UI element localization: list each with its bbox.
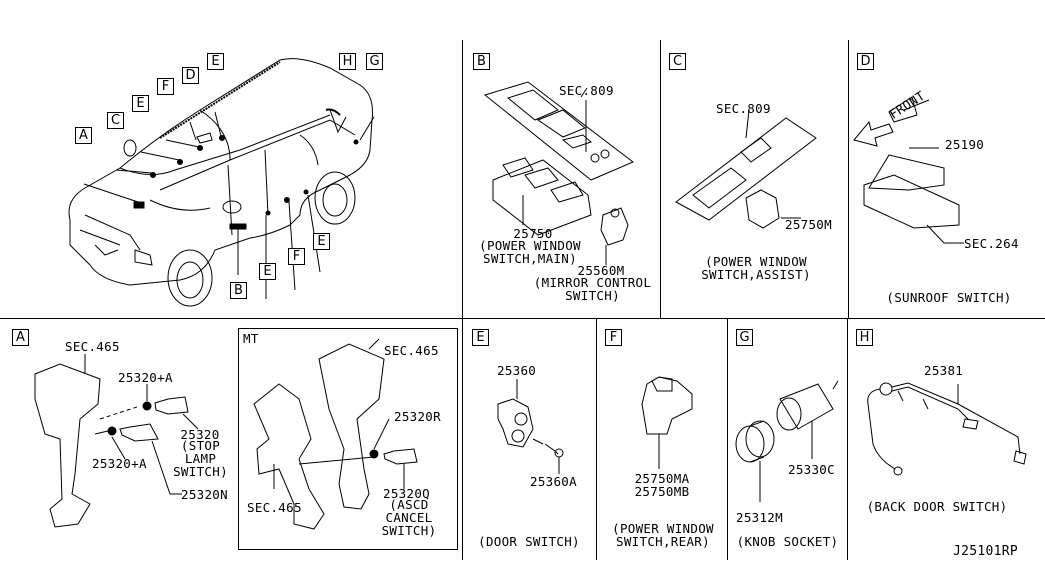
ascd-cancel-switch-desc: (ASCD CANCEL SWITCH) bbox=[381, 497, 437, 538]
back-door-switch-caption: (BACK DOOR SWITCH) bbox=[866, 499, 1008, 514]
panel-tag: A bbox=[12, 329, 29, 346]
callout-e-4[interactable]: E bbox=[313, 233, 330, 250]
vehicle-overview: A B C D E E E E F F G H bbox=[0, 40, 460, 315]
assist-switch-caption: (POWER WINDOW SWITCH,ASSIST) bbox=[701, 254, 811, 282]
part-25750-desc: (POWER WINDOW SWITCH,MAIN) bbox=[479, 238, 581, 266]
divider-vertical-2 bbox=[660, 40, 661, 318]
part-25320-label: 25320 bbox=[180, 427, 220, 442]
part-25330c-label: 25330C bbox=[788, 462, 835, 477]
callout-e-3[interactable]: E bbox=[259, 263, 276, 280]
knob-socket-caption: (KNOB SOCKET) bbox=[736, 534, 839, 549]
panel-tag: E bbox=[472, 329, 489, 346]
callout-b[interactable]: B bbox=[230, 282, 247, 299]
panel-tag: F bbox=[605, 329, 622, 346]
part-25360-label: 25360 bbox=[497, 363, 537, 378]
sec-809-label: SEC.809 bbox=[559, 83, 614, 98]
vehicle-drawing bbox=[0, 40, 460, 315]
part-25320q-label: 25320Q bbox=[383, 486, 430, 501]
sec-465-top-label: SEC.465 bbox=[384, 343, 439, 358]
callout-f-1[interactable]: F bbox=[157, 78, 174, 95]
callout-a[interactable]: A bbox=[75, 127, 92, 144]
part-25560m-label: 25560M bbox=[577, 263, 625, 278]
panel-tag: G bbox=[736, 329, 753, 346]
callout-f-2[interactable]: F bbox=[288, 248, 305, 265]
divider-vertical-1 bbox=[462, 40, 463, 560]
panel-g: G 25330C 25312M (KNOB SOCKET) bbox=[728, 319, 847, 560]
power-window-main-switch-drawing bbox=[463, 40, 660, 318]
panel-tag: C bbox=[669, 53, 686, 70]
part-25750m-label: 25750M bbox=[785, 217, 832, 232]
part-25560m-desc: (MIRROR CONTROL SWITCH) bbox=[533, 275, 652, 303]
panel-c: C SEC.809 25750M (POWER WINDOW SWITCH,AS… bbox=[661, 40, 848, 318]
rear-switch-caption: (POWER WINDOW SWITCH,REAR) bbox=[612, 521, 714, 549]
panel-tag: B bbox=[473, 53, 490, 70]
part-25320n-label: 25320N bbox=[181, 487, 228, 502]
part-25320r-label: 25320R bbox=[394, 409, 441, 424]
sunroof-caption: (SUNROOF SWITCH) bbox=[886, 290, 1012, 305]
part-25320a-upper-label: 25320+A bbox=[118, 370, 173, 385]
panel-a: A SEC.465 25320+A 25320 (STOP LAMP SWITC… bbox=[0, 319, 462, 560]
stop-lamp-switch-desc: (STOP LAMP SWITCH) bbox=[173, 438, 228, 479]
part-25360a-label: 25360A bbox=[530, 474, 577, 489]
sec-264-label: SEC.264 bbox=[964, 236, 1019, 251]
divider-vertical-4 bbox=[596, 318, 597, 560]
callout-d[interactable]: D bbox=[182, 67, 199, 84]
panel-f: F 25750MA 25750MB (POWER WINDOW SWITCH,R… bbox=[597, 319, 727, 560]
knob-socket-drawing bbox=[728, 319, 847, 560]
sec-809-label: SEC.809 bbox=[716, 101, 771, 116]
part-25320a-lower-label: 25320+A bbox=[92, 456, 147, 471]
part-25190-label: 25190 bbox=[945, 137, 985, 152]
brake-pedal-drawing bbox=[0, 319, 240, 560]
sunroof-switch-drawing bbox=[849, 40, 1045, 318]
rear-power-window-switch-drawing bbox=[597, 319, 727, 560]
callout-h[interactable]: H bbox=[339, 53, 356, 70]
callout-g[interactable]: G bbox=[366, 53, 383, 70]
callout-c[interactable]: C bbox=[107, 112, 124, 129]
back-door-switch-harness-drawing bbox=[848, 319, 1045, 560]
panel-tag: D bbox=[857, 53, 874, 70]
callout-e-1[interactable]: E bbox=[132, 95, 149, 112]
divider-horizontal bbox=[0, 318, 1045, 319]
divider-vertical-5 bbox=[727, 318, 728, 560]
clutch-pedal-drawing bbox=[239, 329, 457, 549]
sec-465-bottom-label: SEC.465 bbox=[247, 500, 302, 515]
part-25750-label: 25750 bbox=[513, 226, 553, 241]
part-25312m-label: 25312M bbox=[736, 510, 783, 525]
power-window-assist-switch-drawing bbox=[661, 40, 848, 318]
door-switch-drawing bbox=[463, 319, 596, 560]
panel-b: B SEC.809 25750 (POWER WINDOW SWITCH,MAI… bbox=[463, 40, 660, 318]
panel-d: D FRONT 25190 SEC.264 (SUNROOF SWITCH) bbox=[849, 40, 1045, 318]
part-25750ma-mb-label: 25750MA 25750MB bbox=[634, 471, 690, 499]
panel-h: H 25381 (BACK DOOR SWITCH) bbox=[848, 319, 1045, 560]
panel-e: E 25360 25360A (DOOR SWITCH) bbox=[463, 319, 596, 560]
panel-tag: H bbox=[856, 329, 873, 346]
door-switch-caption: (DOOR SWITCH) bbox=[478, 534, 580, 549]
part-25381-label: 25381 bbox=[924, 363, 964, 378]
mt-label: MT bbox=[243, 331, 259, 346]
divider-vertical-3 bbox=[848, 40, 849, 318]
sec-465-label: SEC.465 bbox=[65, 339, 120, 354]
diagram-code: J25101RP bbox=[953, 544, 1019, 559]
divider-vertical-6 bbox=[847, 318, 848, 560]
mt-box: MT SEC.465 25320R SEC.465 25320Q (ASCD C… bbox=[238, 328, 458, 550]
callout-e-2[interactable]: E bbox=[207, 53, 224, 70]
